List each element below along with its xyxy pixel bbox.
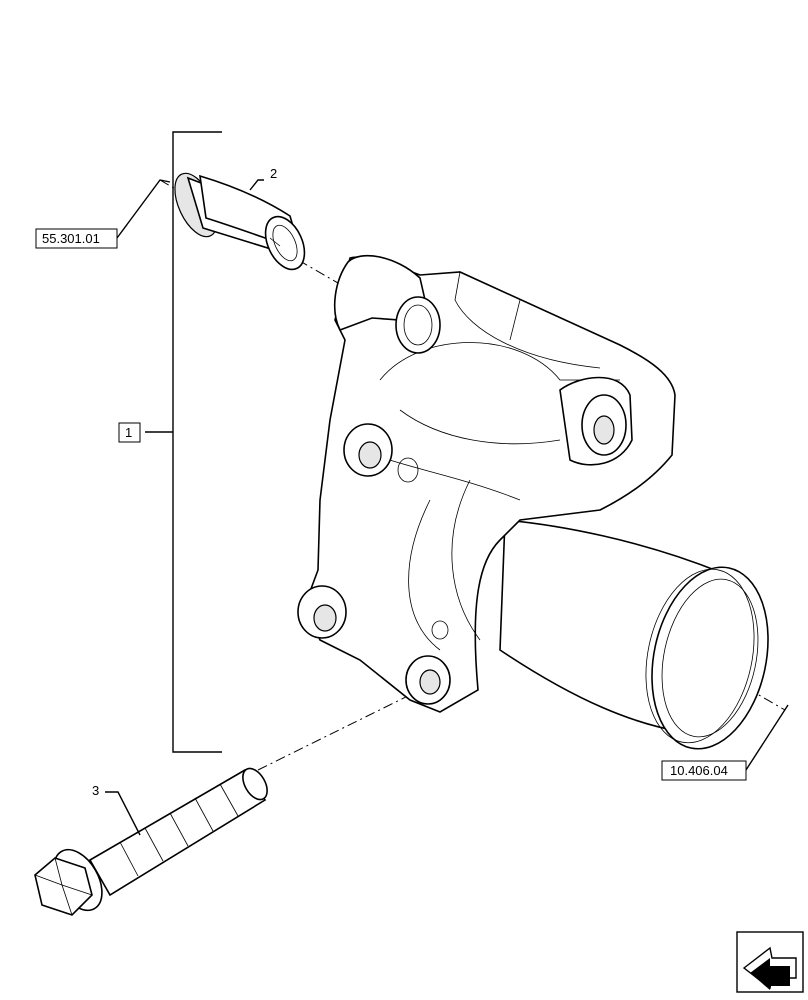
bushing-part (174, 172, 306, 271)
ref-label-sleeve: 55.301.01 (42, 231, 100, 246)
next-page-arrow-icon[interactable] (736, 931, 804, 993)
flange-bolt-part (34, 767, 268, 916)
leader-lines (105, 179, 789, 836)
callout-item-1: 1 (125, 425, 132, 440)
callout-item-2: 2 (270, 166, 277, 181)
thermostat-housing (297, 255, 769, 750)
assembly-bracket (145, 131, 222, 753)
ref-label-outlet: 10.406.04 (670, 763, 728, 778)
callout-item-3: 3 (92, 783, 99, 798)
ref-box-sleeve[interactable]: 55.301.01 (35, 228, 118, 249)
ref-box-outlet[interactable]: 10.406.04 (661, 760, 747, 781)
callout-box-item-1[interactable]: 1 (118, 422, 141, 443)
